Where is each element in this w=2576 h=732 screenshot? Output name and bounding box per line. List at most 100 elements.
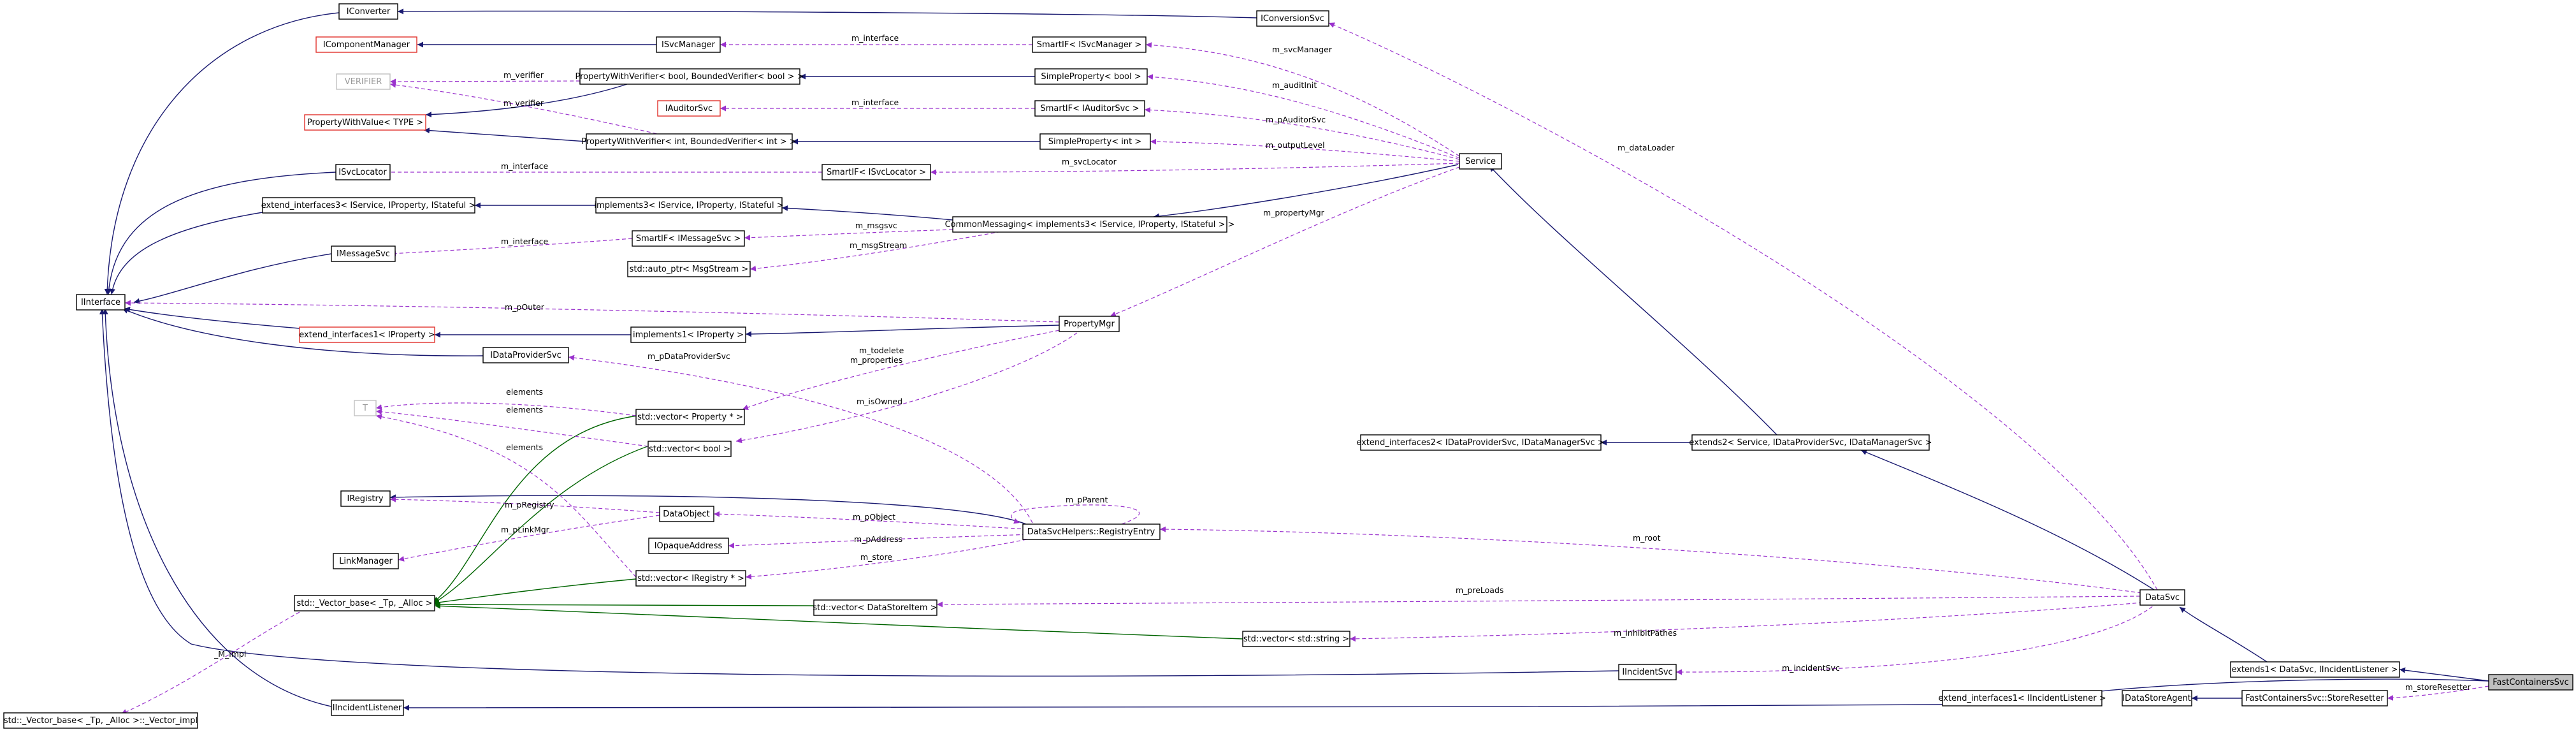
node-vector-datastoreitem[interactable]: std::vector< DataStoreItem > bbox=[813, 599, 937, 616]
edge-label: m_verifier bbox=[503, 98, 544, 108]
edge-m-pdataprovidersvc bbox=[568, 355, 1033, 523]
edge-vector-bool-to-vector-base bbox=[433, 446, 648, 604]
edge-label: elements bbox=[506, 443, 543, 452]
edge-m-pobject bbox=[713, 511, 1028, 530]
edge-label: m_interface bbox=[851, 98, 899, 107]
node-extend-interfaces1-iincidentlistener[interactable]: extend_interfaces1< IIncidentListener > bbox=[1938, 690, 2106, 706]
edge-pwv-bool-to-propertywithvalue bbox=[425, 82, 632, 118]
node-label: FastContainersSvc bbox=[2493, 678, 2569, 687]
edge-label: m_pAddress bbox=[854, 534, 902, 544]
node-icomponentmanager[interactable]: IComponentManager bbox=[315, 36, 417, 53]
edge-m-preloads bbox=[936, 596, 2141, 608]
node-label: IOpaqueAddress bbox=[655, 541, 723, 551]
node-extends2[interactable]: extends2< Service, IDataProviderSvc, IDa… bbox=[1689, 434, 1932, 451]
node-auto-ptr-msgstream[interactable]: std::auto_ptr< MsgStream > bbox=[627, 261, 751, 277]
node-label: implements3< IService, IProperty, IState… bbox=[594, 201, 783, 210]
node-dataobject[interactable]: DataObject bbox=[659, 506, 714, 522]
node-ioaqueaddress[interactable]: IOpaqueAddress bbox=[648, 538, 729, 554]
node-label: IDataProviderSvc bbox=[490, 351, 561, 360]
edge-fastcontainerssvc-to-extends1 bbox=[2399, 667, 2489, 682]
edge-m-svcmanager bbox=[1145, 42, 1460, 157]
edge-m-dataloader bbox=[1328, 22, 2158, 590]
node-iincidentlistener[interactable]: IIncidentListener bbox=[331, 699, 404, 716]
node-imessagesvc[interactable]: IMessageSvc bbox=[331, 245, 396, 262]
node-propertywithverifier-int[interactable]: PropertyWithVerifier< int, BoundedVerifi… bbox=[581, 133, 797, 150]
node-iincidentsvc[interactable]: IIncidentSvc bbox=[1618, 664, 1677, 680]
node-smartif-isvclocator[interactable]: SmartIF< ISvcLocator > bbox=[821, 164, 931, 180]
node-t[interactable]: T bbox=[354, 400, 377, 416]
node-implements1-iproperty[interactable]: implements1< IProperty > bbox=[630, 326, 746, 343]
edge-label: m_interface bbox=[851, 33, 899, 43]
node-vector-bool[interactable]: std::vector< bool > bbox=[648, 441, 732, 457]
edge-label: m_interface bbox=[501, 161, 548, 171]
edge-label: m_msgStream bbox=[850, 240, 907, 250]
node-simpleproperty-bool[interactable]: SimpleProperty< bool > bbox=[1034, 68, 1148, 85]
edge-pwv-int-to-propertywithvalue bbox=[423, 128, 587, 142]
node-label: DataSvc bbox=[2145, 593, 2180, 603]
node-vector-property[interactable]: std::vector< Property * > bbox=[635, 409, 745, 425]
node-label: PropertyMgr bbox=[1064, 319, 1115, 329]
node-label: std::auto_ptr< MsgStream > bbox=[630, 265, 749, 274]
node-label: DataSvcHelpers::RegistryEntry bbox=[1027, 527, 1155, 537]
node-smartif-imessagesvc[interactable]: SmartIF< IMessageSvc > bbox=[632, 230, 745, 247]
edge-label: m_pAuditorSvc bbox=[1266, 115, 1326, 124]
edge-label: m_auditInit bbox=[1272, 80, 1317, 90]
node-service[interactable]: Service bbox=[1459, 153, 1502, 170]
edge-extend-interfaces3-to-iinterface bbox=[109, 212, 263, 295]
node-label: SmartIF< ISvcLocator > bbox=[827, 168, 926, 177]
node-fastcontainerssvc[interactable]: FastContainersSvc bbox=[2488, 674, 2573, 691]
node-implements3[interactable]: implements3< IService, IProperty, IState… bbox=[594, 197, 784, 214]
edge-m-incidentsvc bbox=[1675, 602, 2158, 675]
node-label: std::vector< DataStoreItem > bbox=[813, 603, 937, 613]
edge-m-auditinit bbox=[1147, 74, 1460, 159]
node-smartif-isvcmanager[interactable]: SmartIF< ISvcManager > bbox=[1032, 36, 1147, 53]
node-datasvc[interactable]: DataSvc bbox=[2139, 589, 2185, 606]
edge-m-verifier-bool bbox=[389, 78, 581, 85]
edge-datasvc-to-extends2 bbox=[1860, 450, 2155, 590]
node-registryentry[interactable]: DataSvcHelpers::RegistryEntry bbox=[1022, 523, 1161, 540]
node-iauditorsvc[interactable]: IAuditorSvc bbox=[657, 100, 721, 117]
node-vector-iregistry[interactable]: std::vector< IRegistry * > bbox=[635, 570, 746, 587]
node-label: T bbox=[362, 404, 368, 413]
node-propertymgr[interactable]: PropertyMgr bbox=[1059, 316, 1120, 332]
node-label: FastContainersSvc::StoreResetter bbox=[2245, 694, 2384, 703]
edge-elements-bool bbox=[375, 409, 649, 447]
node-verifier[interactable]: VERIFIER bbox=[336, 73, 391, 90]
node-extend-interfaces1-iproperty[interactable]: extend_interfaces1< IProperty > bbox=[299, 326, 435, 343]
node-vector-base[interactable]: std::_Vector_base< _Tp, _Alloc > bbox=[294, 595, 435, 611]
node-vector-string[interactable]: std::vector< std::string > bbox=[1242, 631, 1350, 647]
node-extend-interfaces2[interactable]: extend_interfaces2< IDataProviderSvc, ID… bbox=[1356, 434, 1605, 451]
edge-m-todelete-properties bbox=[742, 330, 1060, 411]
node-label: extend_interfaces1< IIncidentListener > bbox=[1938, 694, 2106, 703]
edge-vector-datastoreitem-to-vector-base bbox=[434, 601, 814, 608]
node-propertywithvalue-type[interactable]: PropertyWithValue< TYPE > bbox=[304, 114, 426, 131]
node-iconversionsvc[interactable]: IConversionSvc bbox=[1256, 10, 1329, 27]
node-label: IIncidentListener bbox=[333, 703, 402, 713]
node-extends1[interactable]: extends1< DataSvc, IIncidentListener > bbox=[2230, 661, 2400, 678]
edge-m-storeresetter bbox=[2387, 685, 2489, 701]
node-linkmanager[interactable]: LinkManager bbox=[333, 553, 399, 569]
node-iconverter[interactable]: IConverter bbox=[338, 3, 398, 20]
node-idataprovidersvc[interactable]: IDataProviderSvc bbox=[482, 347, 569, 363]
edge-registryentry-to-iregistry bbox=[389, 494, 1027, 525]
edge-vector-iregistry-to-vector-base bbox=[433, 578, 637, 606]
edge-m-verifier-int bbox=[389, 82, 663, 136]
node-storeresetter[interactable]: FastContainersSvc::StoreResetter bbox=[2241, 690, 2388, 706]
node-iinterface[interactable]: IInterface bbox=[76, 294, 126, 311]
node-propertywithverifier-bool[interactable]: PropertyWithVerifier< bool, BoundedVerif… bbox=[575, 68, 804, 85]
edge-m-svclocator bbox=[930, 163, 1460, 175]
node-commonmessaging[interactable]: CommonMessaging< implements3< IService, … bbox=[945, 216, 1235, 233]
edge-label: elements bbox=[506, 387, 543, 397]
node-simpleproperty-int[interactable]: SimpleProperty< int > bbox=[1039, 133, 1151, 150]
edge-label: m_svcLocator bbox=[1062, 157, 1117, 166]
node-idatastoreagent[interactable]: IDataStoreAgent bbox=[2122, 690, 2192, 706]
edge-imessagesvc-to-iinterface bbox=[133, 253, 332, 304]
node-vector-impl[interactable]: std::_Vector_base< _Tp, _Alloc >::_Vecto… bbox=[3, 712, 198, 729]
node-iregistry[interactable]: IRegistry bbox=[340, 490, 391, 507]
node-isvclocator[interactable]: ISvcLocator bbox=[335, 164, 391, 180]
node-label: IComponentManager bbox=[323, 40, 410, 50]
node-isvcmanager[interactable]: ISvcManager bbox=[656, 36, 721, 53]
edge-iincidentlistener-to-iinterface bbox=[102, 308, 332, 707]
node-extend-interfaces3[interactable]: extend_interfaces3< IService, IProperty,… bbox=[261, 197, 476, 214]
node-smartif-iauditorsvc[interactable]: SmartIF< IAuditorSvc > bbox=[1034, 100, 1145, 117]
